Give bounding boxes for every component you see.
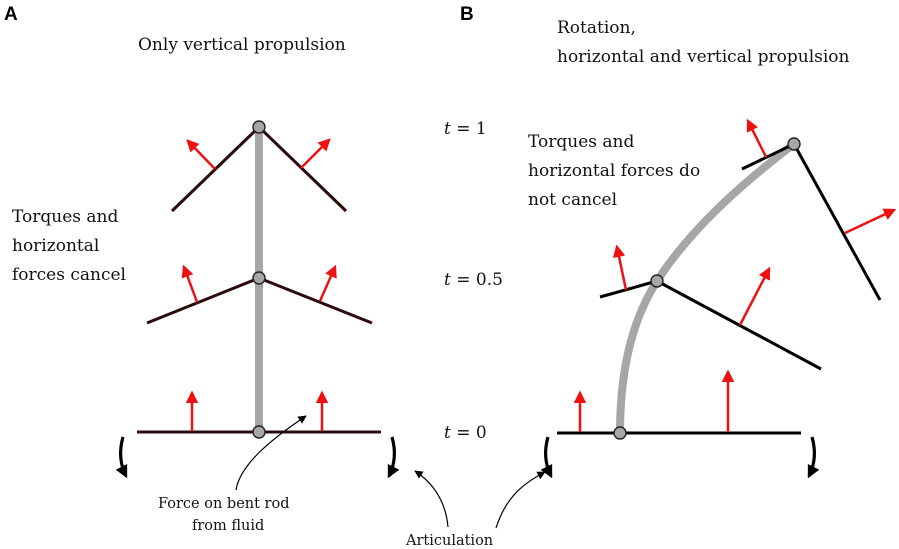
- force-label-line-1: Force on bent rod: [158, 496, 290, 512]
- time-labels: t = 1 t = 0.5 t = 0: [444, 119, 503, 443]
- articulation-pointer-right: [495, 471, 546, 529]
- panel-b-title-line-2: horizontal and vertical propulsion: [557, 47, 850, 67]
- panel-a-curl-arrow-left: [115, 436, 128, 479]
- panel-a-force-t1-left: [186, 139, 216, 170]
- articulation-pointer-left: [414, 470, 449, 528]
- panel-b-force-t1-left: [746, 118, 768, 158]
- time-label-t0: t = 0: [444, 423, 487, 443]
- panel-b-curl-arrow-left: [540, 436, 553, 479]
- articulation-label: Articulation: [405, 533, 493, 549]
- panel-b-force-t1-right: [844, 208, 897, 235]
- panel-a-side-label-line-3: forces cancel: [12, 265, 126, 285]
- panel-a-plate-t1-left: [170, 125, 261, 213]
- time-label-t05: t = 0.5: [444, 270, 503, 290]
- panel-a-force-t1-right: [300, 138, 331, 169]
- force-label-pointer: [235, 415, 307, 491]
- panel-b-joint-t0: [613, 426, 627, 440]
- panel-a-force-t05-right: [318, 264, 337, 302]
- panel-b-joint-t1: [787, 137, 801, 151]
- panel-a-plate-t1-right: [257, 125, 348, 213]
- panel-a-plate-t05-right: [258, 276, 373, 325]
- panel-b-side-label-line-1: Torques and: [528, 132, 634, 152]
- panel-b-plate-t05-right: [656, 279, 822, 371]
- panel-a-side-label-line-1: Torques and: [12, 207, 118, 227]
- panel-a: A Only vertical propulsion Torques and h…: [4, 4, 400, 534]
- panel-b-force-t05-left: [612, 244, 628, 291]
- panel-b-force-t05-right: [738, 266, 771, 326]
- panel-a-joint-t05: [252, 271, 266, 285]
- panel-b-rod: [616, 140, 798, 437]
- force-label-line-2: from fluid: [192, 518, 264, 534]
- panel-b-plate-t1-right: [792, 143, 882, 301]
- panel-b-joint-t05: [650, 274, 664, 288]
- panel-b-side-label-line-3: not cancel: [528, 190, 617, 210]
- panel-a-title: Only vertical propulsion: [138, 35, 346, 55]
- panel-a-side-label-line-2: horizontal: [12, 236, 99, 256]
- panel-a-curl-arrow-right: [387, 436, 400, 479]
- panel-a-joint-t0: [252, 425, 266, 439]
- panel-a-letter: A: [4, 4, 18, 25]
- panel-b-plate-t1-left: [741, 142, 795, 171]
- panel-b-side-label-line-2: horizontal forces do: [528, 161, 700, 181]
- panel-b-letter: B: [460, 4, 474, 25]
- panel-b-plate-t05-left: [599, 279, 658, 299]
- panel-a-force-t05-left: [181, 264, 199, 303]
- panel-a-joint-t1: [252, 120, 266, 134]
- panel-b-curl-arrow-right: [807, 436, 820, 479]
- panel-b-title-line-1: Rotation,: [557, 18, 636, 38]
- time-label-t1: t = 1: [444, 119, 487, 139]
- panel-a-plate-t05-left: [146, 276, 260, 325]
- panel-b: B Rotation, horizontal and vertical prop…: [460, 4, 897, 479]
